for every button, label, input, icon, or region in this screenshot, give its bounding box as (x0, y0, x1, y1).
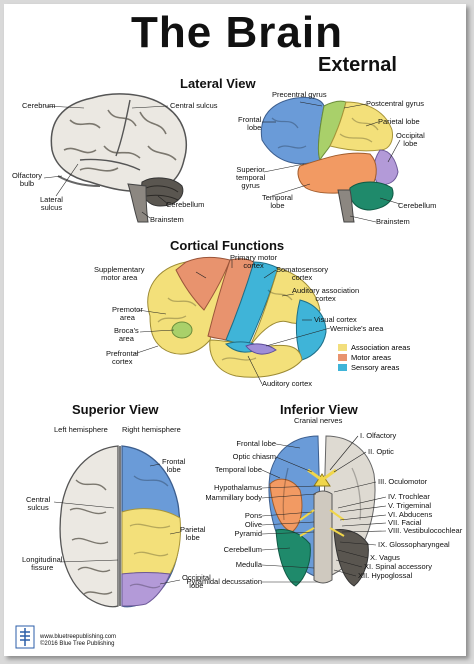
label-nerve-spinal-accessory: XI. Spinal accessory (364, 562, 432, 571)
inferior-brain (268, 435, 376, 587)
footer-url: www.bluetreepublishing.com (40, 634, 117, 640)
footer-copyright: ©2016 Blue Tree Publishing (40, 641, 115, 647)
label-nerve-vestibulocochlear: VIII. Vestibulocochlear (388, 526, 463, 535)
label-optic-chiasm: Optic chiasm (232, 452, 276, 461)
label-central-sulcus: Central sulcus (170, 101, 218, 110)
cortical-legend: Association areas Motor areas Sensory ar… (338, 342, 410, 372)
label-occipital-lobe-superior: Occipital lobe (182, 573, 211, 590)
legend-item-sensory: Sensory areas (338, 362, 410, 372)
label-lateral-sulcus: Lateral sulcus (40, 195, 63, 212)
publisher-logo (15, 625, 35, 649)
label-central-sulcus-superior: Central sulcus (26, 495, 51, 512)
poster-subtitle: External (318, 54, 397, 76)
label-superior-temporal-gyrus: Superior temporal gyrus (236, 165, 266, 190)
leader-lines (43, 101, 401, 585)
label-parietal-lobe-superior: Parietal lobe (180, 525, 206, 542)
lateral-view-heading: Lateral View (180, 76, 256, 91)
label-frontal-lobe-superior: Frontal lobe (162, 457, 186, 474)
inferior-view-heading: Inferior View (280, 402, 358, 417)
label-nerve-trigeminal: V. Trigeminal (388, 501, 432, 510)
legend-swatch-sensory (338, 363, 347, 371)
legend-swatch-motor (338, 353, 347, 361)
label-nerve-glossopharyngeal: IX. Glossopharyngeal (378, 540, 450, 549)
label-parietal-lobe-lateral: Parietal lobe (378, 117, 420, 126)
label-temporal-lobe-inferior: Temporal lobe (214, 465, 262, 474)
legend-label-sensory: Sensory areas (351, 362, 400, 372)
label-nerve-oculomotor: III. Oculomotor (378, 477, 428, 486)
lateral-gray-brain (50, 93, 188, 223)
label-wernickes-area: Wernicke's area (330, 324, 384, 333)
label-cerebellum-left: Cerebellum (166, 200, 205, 209)
footer: www.bluetreepublishing.com ©2016 Blue Tr… (40, 634, 116, 648)
label-hypothalamus: Hypothalamus (214, 483, 262, 492)
label-auditory-cortex: Auditory cortex (262, 379, 313, 388)
label-frontal-lobe-lateral: Frontal lobe (238, 115, 262, 132)
lateral-colored-brain (260, 97, 399, 223)
superior-brain (59, 445, 181, 608)
label-mammillary-body: Mammillary body (205, 493, 262, 502)
label-pyramid: Pyramid (234, 529, 262, 538)
label-primary-motor-cortex: Primary motor cortex (230, 253, 278, 270)
legend-item-motor: Motor areas (338, 352, 410, 362)
label-nerve-facial: VII. Facial (388, 518, 422, 527)
label-prefrontal-cortex: Prefrontal cortex (106, 349, 139, 366)
label-olfactory-bulb: Olfactory bulb (12, 171, 43, 188)
label-nerve-trochlear: IV. Trochlear (388, 492, 430, 501)
label-cerebrum: Cerebrum (22, 101, 56, 110)
legend-label-association: Association areas (351, 342, 411, 352)
label-precentral-gyrus: Precentral gyrus (272, 90, 327, 99)
label-brocas-area: Broca's area (114, 326, 139, 343)
poster-title: The Brain (131, 8, 343, 57)
legend-item-association: Association areas (338, 342, 410, 352)
label-right-hemisphere: Right hemisphere (122, 425, 181, 434)
label-premotor-area: Premotor area (112, 305, 143, 322)
label-temporal-lobe-lateral: Temporal lobe (262, 193, 293, 210)
label-left-hemisphere: Left hemisphere (54, 425, 108, 434)
label-supplementary-motor-area: Supplementary motor area (94, 265, 145, 282)
label-cerebellum-inferior: Cerebellum (223, 545, 262, 554)
label-visual-cortex: Visual cortex (314, 315, 357, 324)
legend-label-motor: Motor areas (351, 352, 392, 362)
label-nerve-hypoglossal: XII. Hypoglossal (358, 571, 413, 580)
label-auditory-association-cortex: Auditory association cortex (292, 286, 360, 303)
label-nerve-optic: II. Optic (368, 447, 394, 456)
label-pons: Pons (244, 511, 262, 520)
label-nerve-abducens: VI. Abducens (388, 510, 433, 519)
label-postcentral-gyrus: Postcentral gyrus (366, 99, 424, 108)
label-cerebellum-right: Cerebellum (398, 201, 437, 210)
cortical-functions-heading: Cortical Functions (170, 238, 285, 253)
label-pyramidal-decussation: Pyramidal decussation (186, 577, 262, 586)
label-medulla: Medulla (235, 560, 262, 569)
cranial-nerves-label: Cranial nerves (294, 416, 343, 425)
label-frontal-lobe-inferior: Frontal lobe (236, 439, 276, 448)
label-olive: Olive (244, 520, 262, 529)
label-occipital-lobe-lateral: Occipital lobe (396, 131, 425, 148)
label-somatosensory-cortex: Somatosensory cortex (276, 265, 329, 282)
label-brainstem-left: Brainstem (150, 215, 184, 224)
legend-swatch-association (338, 343, 347, 351)
superior-view-heading: Superior View (72, 402, 159, 417)
label-nerve-olfactory: I. Olfactory (360, 431, 397, 440)
label-nerve-vagus: X. Vagus (370, 553, 400, 562)
label-brainstem-right: Brainstem (376, 217, 410, 226)
label-longitudinal-fissure: Longitudinal fissure (22, 555, 63, 572)
